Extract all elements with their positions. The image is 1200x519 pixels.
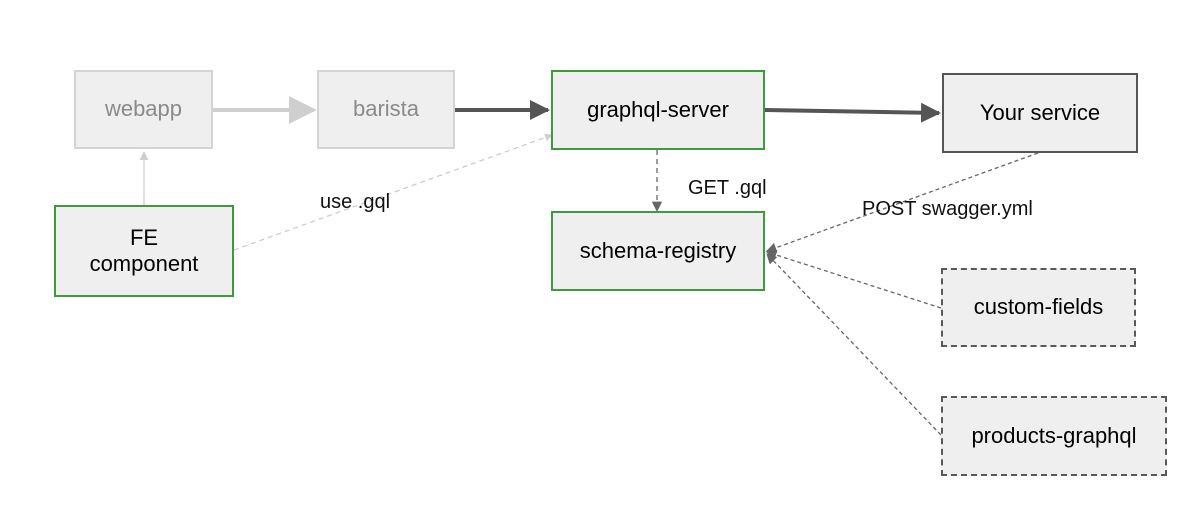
- node-fe-component: FE component: [54, 205, 234, 297]
- edge-label-post-swagger: POST swagger.yml: [862, 198, 1033, 220]
- edge-fe-component-to-graphql-server: [233, 133, 553, 251]
- edge-products-graphql-to-schema-registry: [766, 253, 942, 436]
- node-custom-fields: custom-fields: [941, 268, 1136, 347]
- node-your-service: Your service: [942, 73, 1138, 153]
- node-graphql-server-label: graphql-server: [587, 96, 729, 122]
- node-fe-component-label-line1: FE: [129, 224, 159, 250]
- node-fe-component-label-line2: component: [89, 251, 199, 276]
- edge-label-use-gql: use .gql: [320, 191, 391, 213]
- node-barista-label: barista: [352, 96, 420, 122]
- edge-custom-fields-to-schema-registry: [766, 249, 942, 309]
- node-webapp: webapp: [74, 70, 213, 149]
- node-schema-registry-label: schema-registry: [579, 237, 737, 263]
- node-webapp-label: webapp: [104, 96, 183, 122]
- edge-graphql-server-to-your-service: [764, 102, 941, 123]
- edge-label-get-gql: GET .gql: [688, 177, 767, 199]
- node-barista: barista: [317, 70, 455, 149]
- node-your-service-label: Your service: [979, 99, 1101, 125]
- node-schema-registry: schema-registry: [551, 211, 765, 291]
- edge-your-service-to-schema-registry: [766, 152, 1039, 253]
- node-graphql-server: graphql-server: [551, 70, 765, 150]
- node-custom-fields-label: custom-fields: [973, 294, 1104, 320]
- node-products-graphql-label: products-graphql: [971, 422, 1137, 448]
- node-products-graphql: products-graphql: [941, 396, 1167, 476]
